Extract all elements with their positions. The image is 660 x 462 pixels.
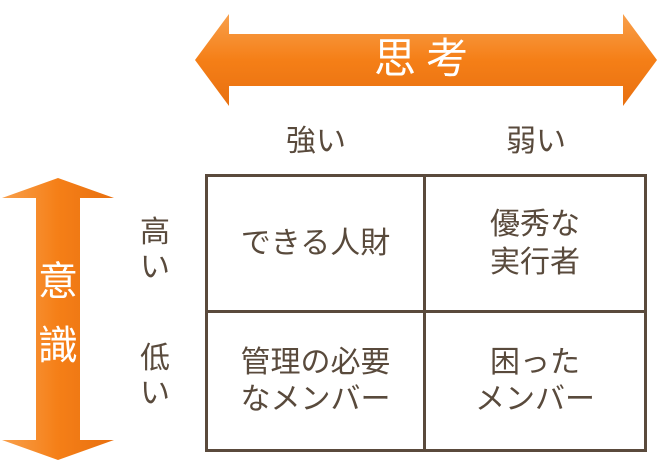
quadrant-bottom-left: 管理の必要 なメンバー: [208, 313, 426, 449]
quadrant-top-right: 優秀な 実行者: [426, 177, 644, 313]
double-arrow-horizontal-icon: [195, 14, 657, 106]
quadrant-matrix: できる人財 優秀な 実行者 管理の必要 なメンバー 困った メンバー: [205, 174, 647, 452]
row-label-high: 高い: [140, 215, 170, 285]
quadrant-top-left: できる人財: [208, 177, 426, 313]
quadrant-bottom-right: 困った メンバー: [475, 344, 595, 418]
vertical-axis-title-char-2: 識: [38, 323, 78, 369]
vertical-axis-title-char-1: 意: [38, 259, 78, 305]
vertical-axis-arrow: 意 識: [2, 178, 114, 460]
horizontal-axis-arrow: 思考: [195, 14, 657, 106]
column-label-strong: 強い: [286, 124, 346, 159]
column-label-weak: 弱い: [506, 124, 566, 159]
double-arrow-vertical-icon: [2, 178, 114, 460]
row-label-low: 低い: [140, 341, 170, 411]
horizontal-axis-title: 思考: [373, 34, 478, 83]
